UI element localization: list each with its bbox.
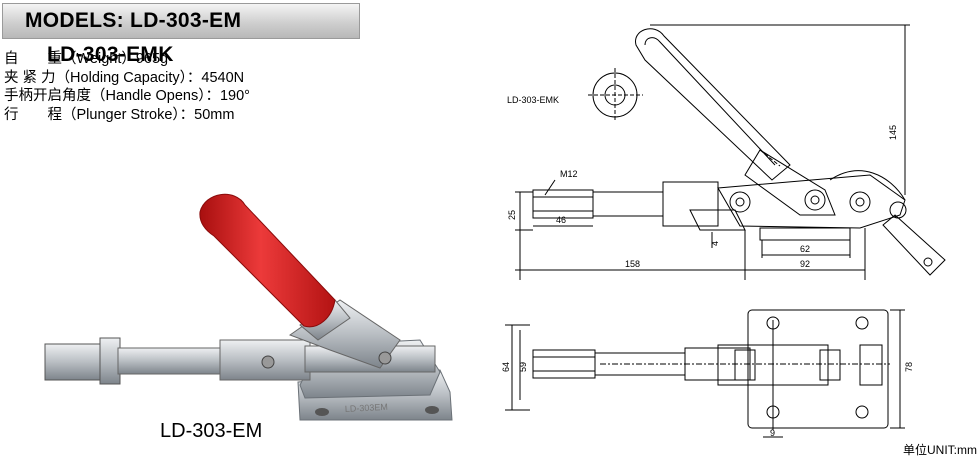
dim-64: 64 bbox=[501, 362, 511, 372]
dim-78: 78 bbox=[904, 362, 914, 372]
dim-145: 145 bbox=[888, 125, 898, 140]
dim-4: 4 bbox=[710, 241, 720, 246]
dim-62: 62 bbox=[800, 244, 810, 254]
models-header: MODELS: LD-303-EM LD-303-EMK bbox=[2, 3, 360, 66]
side-view-label: LD-303-EMK bbox=[507, 95, 559, 105]
dim-25: 25 bbox=[507, 210, 517, 220]
dim-9: 9 bbox=[770, 428, 775, 438]
svg-text:LD-303EM: LD-303EM bbox=[345, 402, 388, 414]
spec-list: 自 重（Weight）965g 夹 紧 力（Holding Capacity）：… bbox=[4, 50, 250, 124]
photo-caption: LD-303-EM bbox=[160, 420, 263, 442]
dim-46: 46 bbox=[556, 215, 566, 225]
dim-59: 59 bbox=[518, 362, 528, 372]
spec-plunger-stroke: 行 程（Plunger Stroke）：50mm bbox=[4, 106, 235, 123]
spec-holding-capacity: 夹 紧 力（Holding Capacity）：4540N bbox=[4, 69, 245, 86]
dim-92: 92 bbox=[800, 259, 810, 269]
model-label-2: LD-303-EMK bbox=[47, 43, 174, 66]
spec-weight: 自 重（Weight）965g bbox=[4, 51, 169, 67]
unit-label: 单位UNIT:mm bbox=[903, 443, 977, 457]
dim-158: 158 bbox=[625, 259, 640, 269]
thread-label: M12 bbox=[560, 169, 578, 179]
spec-handle-opens: 手柄开启角度（Handle Opens）：190° bbox=[4, 88, 250, 104]
product-photo: LD-303EM bbox=[44, 193, 453, 421]
model-label: MODELS: LD-303-EM bbox=[25, 9, 242, 32]
